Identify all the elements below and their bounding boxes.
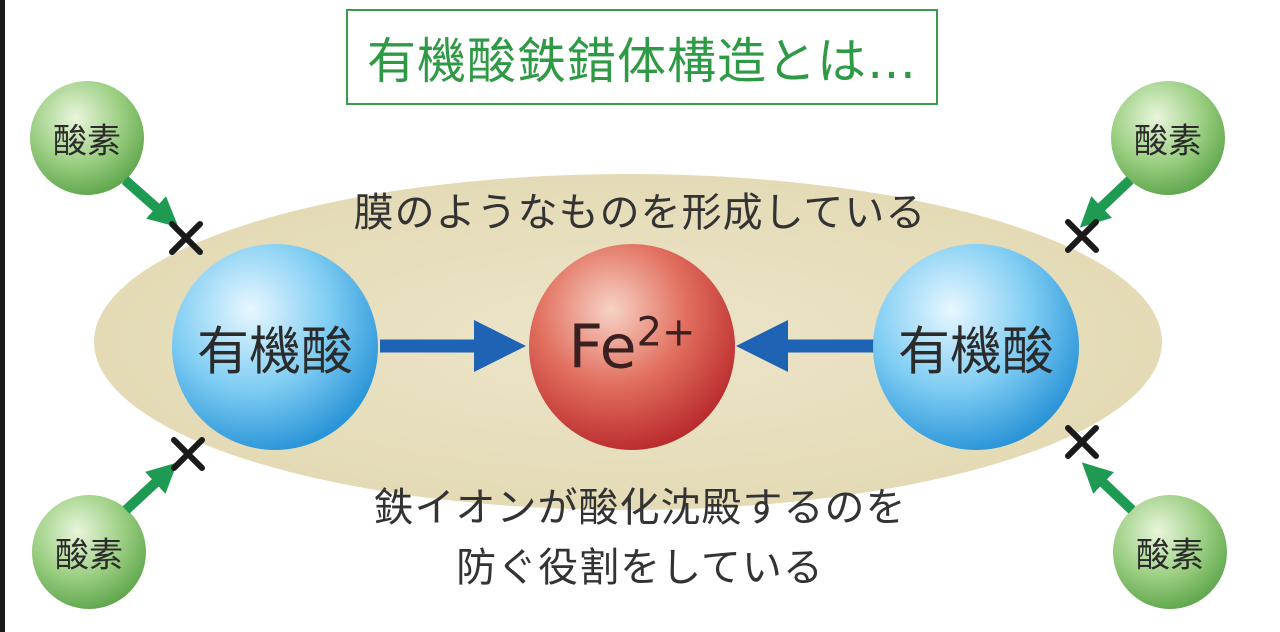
oxygen-sphere-bottom-right bbox=[1113, 495, 1227, 609]
oxygen-arrow-bottom-right bbox=[1081, 462, 1136, 514]
role-text-line-1: 鉄イオンが酸化沈殿するのを bbox=[373, 485, 907, 531]
oxygen-sphere-top-right bbox=[1111, 81, 1225, 195]
role-text-line-2: 防ぐ役割をしている bbox=[456, 545, 824, 591]
membrane-label: 膜のようなものを形成している bbox=[353, 190, 927, 236]
title-box: 有機酸鉄錯体構造とは… bbox=[346, 9, 938, 105]
organic-acid-sphere-right bbox=[873, 244, 1079, 450]
oxygen-label-bottom-right: 酸素 bbox=[1136, 535, 1204, 576]
oxygen-arrow-top-right bbox=[1079, 176, 1134, 228]
organic-acid-label-right: 有機酸 bbox=[897, 322, 1055, 383]
oxygen-sphere-top-left bbox=[30, 81, 144, 195]
left-border bbox=[0, 0, 5, 632]
block-mark-top-left bbox=[169, 221, 203, 255]
oxygen-arrow-bottom-left bbox=[122, 462, 178, 514]
iron-symbol: Fe bbox=[568, 312, 637, 383]
oxygen-arrow-top-left bbox=[121, 176, 179, 228]
iron-ion-sphere bbox=[529, 244, 735, 450]
oxygen-sphere-bottom-left bbox=[32, 495, 146, 609]
block-mark-bottom-left bbox=[171, 437, 205, 471]
organic-acid-sphere-left bbox=[172, 244, 378, 450]
oxygen-label-top-left: 酸素 bbox=[53, 121, 121, 162]
block-mark-bottom-right bbox=[1065, 425, 1099, 459]
title: 有機酸鉄錯体構造とは… bbox=[366, 32, 917, 90]
oxygen-label-bottom-left: 酸素 bbox=[55, 535, 123, 576]
organic-acid-label-left: 有機酸 bbox=[196, 322, 354, 383]
iron-charge: 2+ bbox=[636, 309, 696, 356]
block-mark-top-right bbox=[1065, 219, 1099, 253]
oxygen-label-top-right: 酸素 bbox=[1134, 121, 1202, 162]
iron-ion-label: Fe2+ bbox=[568, 310, 695, 383]
